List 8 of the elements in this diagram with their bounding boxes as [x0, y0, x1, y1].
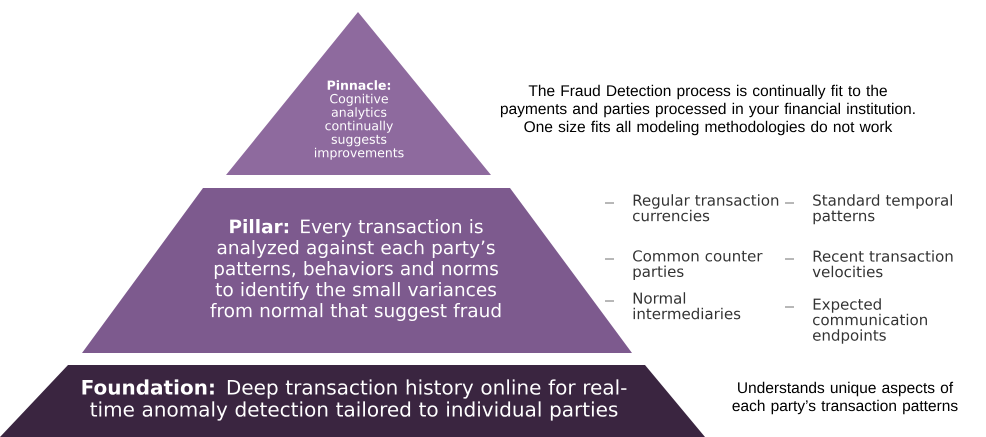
bullet-item: Standard temporal patterns	[784, 194, 952, 224]
bullet-item: Recent transaction velocities	[784, 250, 953, 278]
pyramid-middle-tier: Pillar: Every transaction is analyzed against each party’s patterns, behaviors and norms to identify the small variances from normal that suggest fraud	[82, 188, 632, 353]
description-text: The Fraud Detection process is continually fit to the payments and parties processed in your financial institution. One size fits all modeling methodologies do not work	[500, 84, 915, 136]
bullet-item: Expected communication endpoints	[784, 298, 927, 344]
description-text: Understands unique aspects of each party’s transaction patterns	[732, 382, 958, 414]
pyramid-top: Pinnacle: Cognitive analytics continually suggests improvements	[226, 12, 491, 175]
pyramid-base-tier: Foundation: Deep transaction history online for real-time anomaly detection tailored to individual parties	[0, 365, 705, 437]
